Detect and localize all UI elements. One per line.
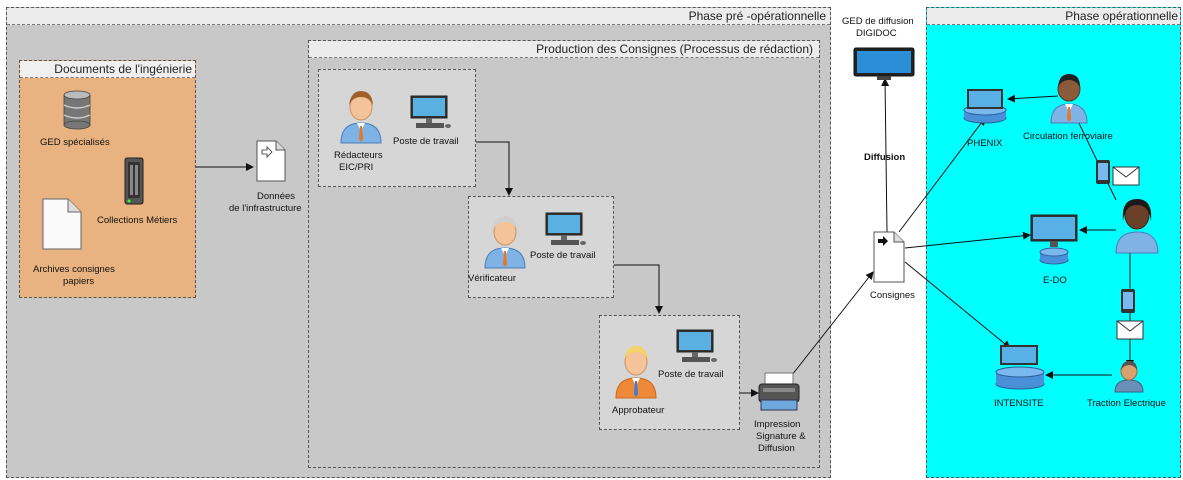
engineering-documents-panel: Documents de l'ingénierie [19, 60, 196, 298]
server-icon [124, 157, 144, 205]
tablet-icon [1096, 160, 1110, 184]
archives-label-line2: papiers [63, 276, 95, 287]
arrow-consignes-to-edo [904, 231, 1031, 249]
impression-label-line3: Diffusion [758, 443, 795, 454]
printer-icon [758, 372, 800, 411]
approbateur-box [599, 315, 740, 430]
phenix-label: PHENIX [967, 138, 1003, 149]
arrow-redacteurs-to-verificateur [476, 141, 513, 196]
engineering-titlebar [20, 61, 195, 78]
user-icon [1115, 199, 1159, 254]
consignes-label: Consignes [870, 290, 915, 301]
traction-label: Traction Electrique [1087, 398, 1166, 409]
monitor-icon [1030, 214, 1078, 265]
arrow-circulation-to-phenix [1007, 94, 1059, 103]
production-titlebar [309, 41, 819, 58]
arrow-consignes-to-phenix [898, 117, 986, 233]
approbateur-label: Approbateur [612, 405, 665, 416]
redacteurs-box [318, 69, 476, 187]
workstation-icon [545, 212, 586, 245]
user-icon [1114, 361, 1144, 393]
ged-diffusion-label-line2: DIGIDOC [856, 28, 897, 39]
document-icon [256, 140, 286, 182]
workstation-icon [676, 329, 717, 362]
arrow-consignes-to-digidoc [881, 78, 890, 233]
phone-icon [1121, 289, 1135, 313]
monitor-icon [995, 345, 1045, 390]
impression-label-line2: Signature & [756, 431, 806, 442]
edo-label: E-DO [1043, 275, 1067, 286]
donnees-label-line1: Données [257, 191, 296, 202]
monitor-icon [853, 47, 915, 80]
monitor-icon [963, 89, 1007, 124]
poste-label-verificateur: Poste de travail [530, 250, 596, 261]
operational-title: Phase opérationnelle [1065, 9, 1178, 23]
engineering-title: Documents de l'ingénierie [54, 62, 192, 76]
collections-metiers-label: Collections Métiers [97, 215, 178, 226]
production-title: Production des Consignes (Processus de r… [536, 42, 813, 56]
ged-diffusion-label-line1: GED de diffusion [842, 16, 914, 27]
document-icon [42, 198, 82, 250]
verificateur-label: Vérificateur [468, 273, 517, 284]
workstation-icon [410, 95, 451, 128]
intensite-label: INTENSITE [994, 398, 1044, 409]
link-circulation-agent [1075, 116, 1117, 201]
arrow-verificateur-to-approbateur [614, 264, 663, 314]
document-icon [873, 231, 905, 283]
verificateur-box [468, 196, 614, 298]
pre-operational-titlebar [7, 8, 830, 25]
redacteurs-label-line1: Rédacteurs [334, 150, 383, 161]
archives-label-line1: Archives consignes [33, 264, 115, 275]
poste-label-redacteurs: Poste de travail [393, 136, 459, 147]
ged-specialises-label: GED spécialisés [40, 137, 110, 148]
redacteurs-label-line2: EIC/PRI [339, 162, 374, 173]
poste-label-approbateur: Poste de travail [658, 369, 724, 380]
mail-icon [1116, 320, 1144, 340]
user-icon [1050, 74, 1088, 124]
mail-icon [1112, 166, 1140, 186]
donnees-label-line2: de l'infrastructure [229, 203, 302, 214]
impression-label-line1: Impression [754, 419, 801, 430]
user-icon [340, 91, 382, 144]
circulation-label: Circulation ferroviaire [1023, 131, 1113, 142]
arrow-consignes-to-intensite [904, 261, 1011, 349]
database-icon [63, 90, 91, 130]
operational-titlebar [927, 8, 1180, 25]
user-icon [615, 346, 657, 399]
pre-operational-title: Phase pré -opérationnelle [688, 9, 826, 23]
diffusion-label: Diffusion [864, 152, 906, 163]
arrow-impression-to-consignes [791, 271, 874, 376]
user-icon [484, 216, 526, 269]
